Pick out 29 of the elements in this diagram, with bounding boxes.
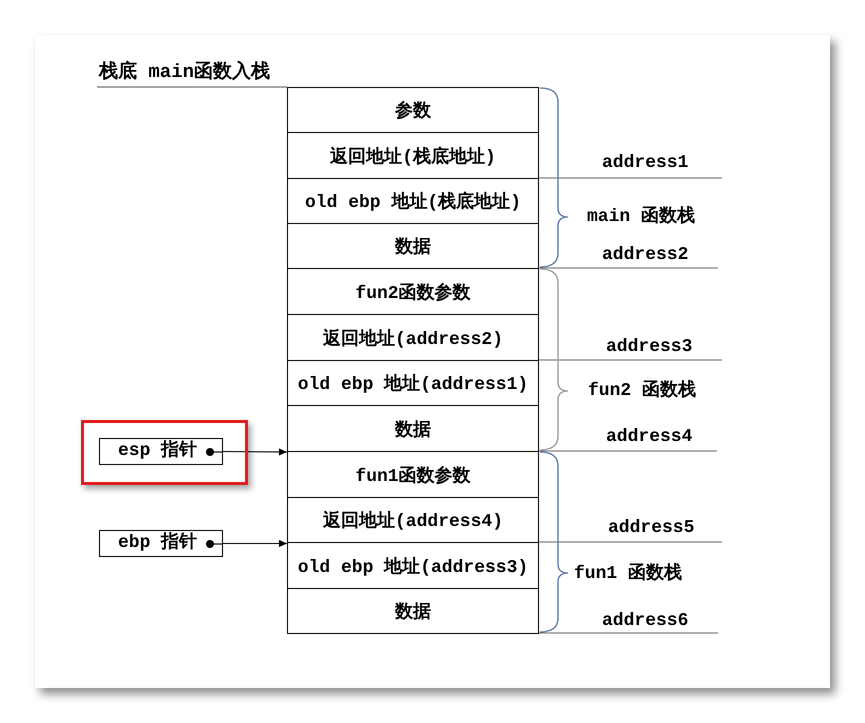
arrow [222,540,288,548]
address-label: address3 [606,336,692,358]
pointer-label: ebp 指针 [118,531,198,555]
stack-cell: 返回地址(address2) [287,314,539,361]
stack-cell: fun2函数参数 [287,268,539,315]
frame-label: fun2 函数栈 [588,380,696,402]
stack-cell: old ebp 地址(address3) [287,542,539,589]
address-label: address4 [606,426,692,448]
pointer-label: esp 指针 [118,439,198,463]
address-label: address6 [602,610,688,632]
pointer-box [99,530,223,557]
stack-cell: 数据 [287,223,539,269]
stack-cell: 返回地址(address4) [287,497,539,543]
address-label: address2 [602,244,688,266]
stack-cell: 参数 [287,87,539,133]
frame-label: fun1 函数栈 [574,563,682,585]
stack-cell: 数据 [287,588,539,634]
arrow [222,448,288,456]
stack-bottom-heading: 栈底 main函数入栈 [99,61,270,83]
stack-cell: 数据 [287,405,539,452]
address-label: address5 [608,517,694,539]
pointer-box [99,438,223,465]
stack-cell: old ebp 地址(address1) [287,360,539,406]
highlight-box [81,420,248,485]
frame-label: main 函数栈 [587,206,696,228]
stack-cell: fun1函数参数 [287,451,539,498]
stack-cell: 返回地址(栈底地址) [287,132,539,179]
address-label: address1 [602,152,688,174]
stack-cell: old ebp 地址(栈底地址) [287,178,539,224]
